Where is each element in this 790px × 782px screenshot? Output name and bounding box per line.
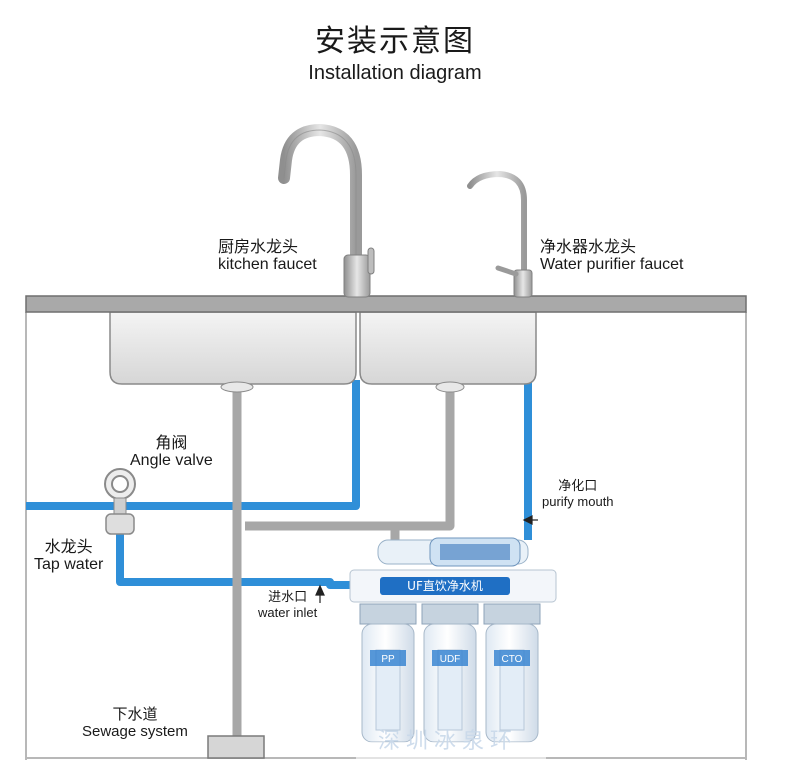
purifier-faucet-label-en: Water purifier faucet — [540, 256, 684, 274]
purifier-unit — [349, 537, 557, 762]
water-inlet-label: 进水口 water inlet — [258, 590, 318, 621]
purifier-faucet-icon — [467, 170, 533, 298]
purifier-faucet-label-cn: 净水器水龙头 — [540, 237, 637, 256]
angle-valve-label-en: Angle valve — [130, 452, 213, 470]
angle-valve-label: 角阀 Angle valve — [130, 433, 213, 471]
purify-mouth-label-cn: 净化口 — [558, 479, 598, 494]
double-sink — [109, 311, 537, 393]
purify-mouth-label-en: purify mouth — [542, 493, 614, 509]
purify-mouth-label: 净化口 purify mouth — [542, 479, 614, 510]
tap-water-label-en: Tap water — [34, 556, 104, 574]
page-title-en: Installation diagram — [308, 62, 482, 84]
water-inlet-label-cn: 进水口 — [268, 590, 308, 605]
page-title-cn: 安装示意图 — [315, 24, 475, 59]
kitchen-faucet-icon — [278, 123, 375, 298]
kitchen-faucet-label: 厨房水龙头 kitchen faucet — [218, 237, 317, 275]
blue-supply-pipe — [26, 380, 532, 589]
kitchen-faucet-label-cn: 厨房水龙头 — [218, 237, 299, 256]
sewage-label-cn: 下水道 — [112, 705, 158, 723]
angle-valve-icon — [104, 468, 136, 535]
purifier-faucet-label: 净水器水龙头 Water purifier faucet — [540, 237, 684, 275]
cartridge-label-cto: CTO — [502, 654, 523, 665]
angle-valve-label-cn: 角阀 — [155, 433, 188, 452]
sewage-box — [207, 735, 265, 759]
watermark-text: 深圳冰泉环 — [378, 729, 518, 754]
label-arrows — [315, 515, 538, 603]
sewage-label-en: Sewage system — [82, 723, 188, 741]
water-inlet-label-en: water inlet — [258, 604, 318, 620]
sewage-label: 下水道 Sewage system — [82, 705, 188, 741]
cartridge-label-udf: UDF — [440, 654, 461, 665]
tap-water-label-cn: 水龙头 — [44, 537, 93, 556]
purifier-banner-text: UF直饮净水机 — [407, 579, 483, 593]
countertop — [25, 295, 747, 313]
kitchen-faucet-label-en: kitchen faucet — [218, 256, 317, 274]
tap-water-label: 水龙头 Tap water — [34, 537, 104, 575]
cartridge-label-pp: PP — [381, 654, 395, 665]
